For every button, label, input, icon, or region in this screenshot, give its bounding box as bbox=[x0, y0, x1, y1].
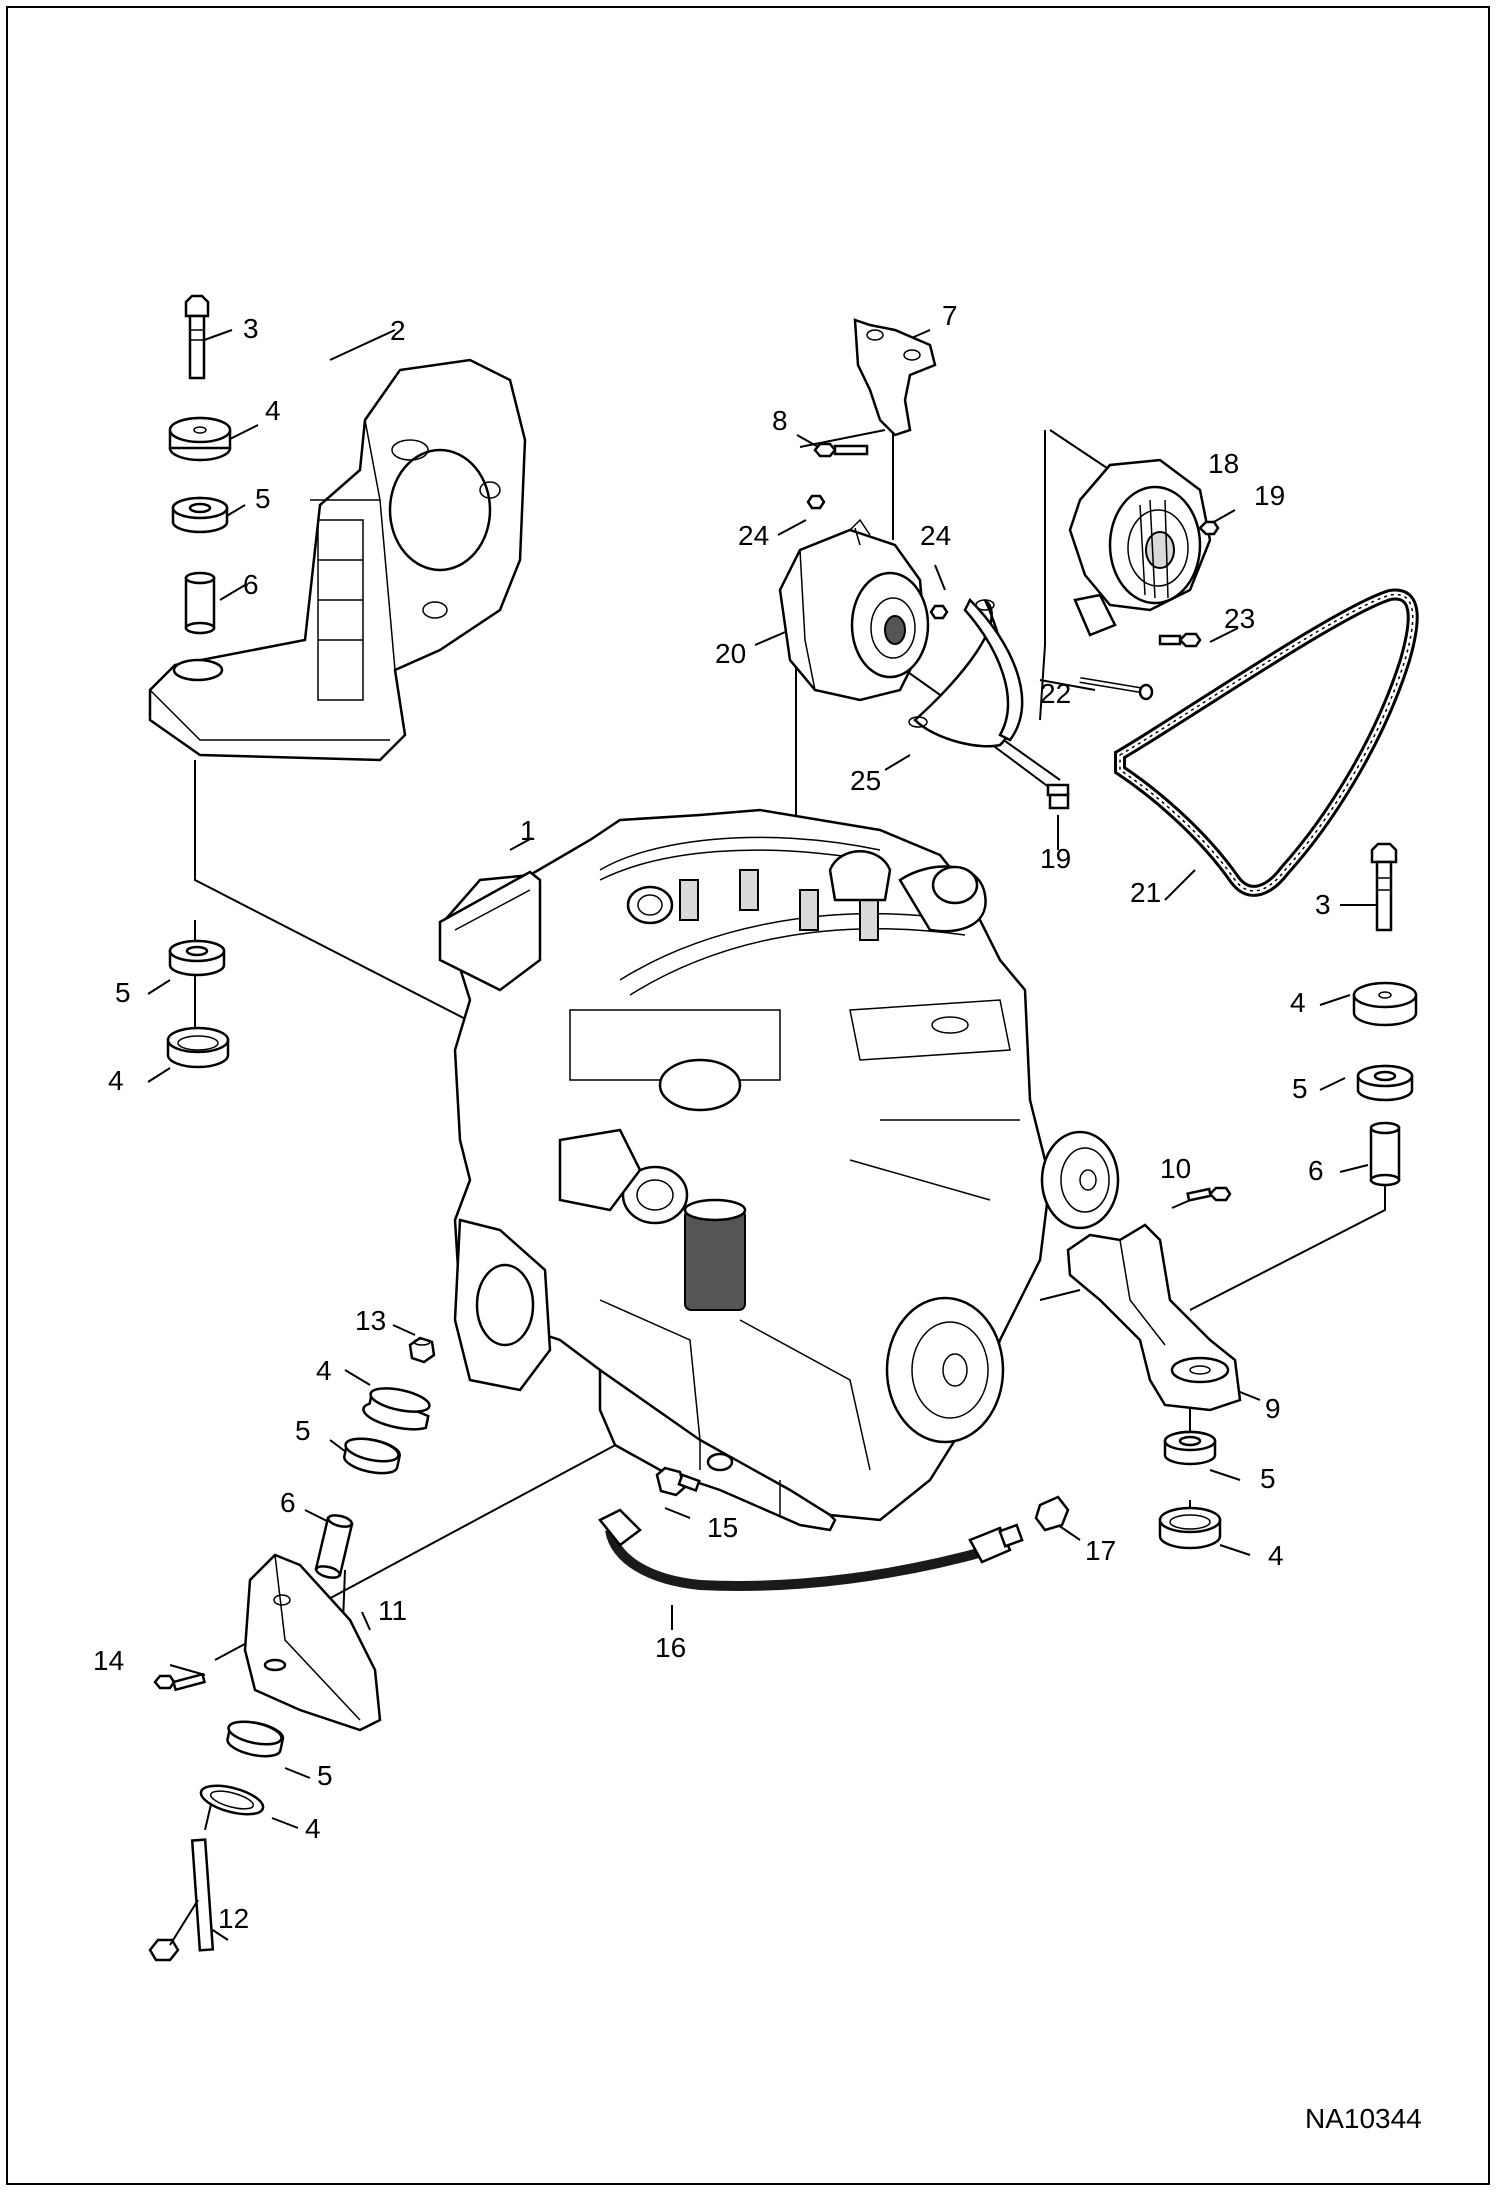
callout-2: 2 bbox=[390, 315, 406, 346]
callout-4-left-mid: 4 bbox=[108, 1065, 124, 1096]
spacer-plate-25 bbox=[908, 597, 1024, 748]
callout-14: 14 bbox=[93, 1645, 124, 1676]
mount-bolt-12 bbox=[148, 1838, 215, 1962]
callout-4-right-top: 4 bbox=[1290, 987, 1306, 1018]
callout-7: 7 bbox=[942, 300, 958, 331]
engine-bracket-2 bbox=[148, 358, 527, 762]
bolt-14 bbox=[153, 1672, 207, 1692]
callout-10: 10 bbox=[1160, 1153, 1191, 1184]
callout-21: 21 bbox=[1130, 877, 1161, 908]
callout-5-left-mid: 5 bbox=[115, 977, 131, 1008]
callout-4-left-top: 4 bbox=[265, 395, 281, 426]
callout-19-upper: 19 bbox=[1254, 480, 1285, 511]
engine-assembly-1 bbox=[438, 808, 1120, 1532]
mount-bracket-9 bbox=[1066, 1223, 1242, 1412]
mount-bolt-3-right bbox=[1370, 842, 1398, 932]
callout-25: 25 bbox=[850, 765, 881, 796]
callout-20: 20 bbox=[715, 638, 746, 669]
mount-cushion-5-right-low bbox=[1163, 1430, 1217, 1466]
mount-cushion-4-right-low bbox=[1158, 1506, 1222, 1550]
figure-id: NA10344 bbox=[1305, 2103, 1422, 2134]
mount-cushion-4-left-low-top bbox=[362, 1387, 431, 1431]
callout-24-left: 24 bbox=[738, 520, 769, 551]
mount-cushion-5-left-mid bbox=[168, 939, 226, 977]
mount-bolt-3-left bbox=[184, 294, 210, 380]
mount-cushion-5-right-top bbox=[1356, 1064, 1414, 1102]
nut-24-left bbox=[806, 494, 826, 510]
bolt-23 bbox=[1158, 632, 1202, 648]
callout-4-left-bottom: 4 bbox=[305, 1813, 321, 1844]
mount-cushion-4-left-top bbox=[168, 416, 232, 462]
mount-cushion-4-left-bottom bbox=[199, 1784, 265, 1816]
callout-22: 22 bbox=[1040, 678, 1071, 709]
callout-12: 12 bbox=[218, 1903, 249, 1934]
callout-1: 1 bbox=[520, 815, 536, 846]
callout-19-lower: 19 bbox=[1040, 843, 1071, 874]
bolt-10 bbox=[1186, 1186, 1232, 1202]
mount-sleeve-6-left-low bbox=[314, 1514, 354, 1579]
callout-3-left: 3 bbox=[243, 313, 259, 344]
callout-4-right-low: 4 bbox=[1268, 1540, 1284, 1571]
callout-5-left-low-top: 5 bbox=[295, 1415, 311, 1446]
bolt-19-upper bbox=[1198, 520, 1220, 536]
callout-5-right-top: 5 bbox=[1292, 1073, 1308, 1104]
callout-11: 11 bbox=[378, 1595, 407, 1626]
callout-6-left-low: 6 bbox=[280, 1487, 296, 1518]
mount-bracket-11 bbox=[243, 1553, 382, 1732]
bolt-8 bbox=[813, 442, 869, 458]
cap-17 bbox=[1034, 1495, 1070, 1532]
tensioner-assembly-18 bbox=[1068, 458, 1212, 637]
mount-cushion-5-left-top bbox=[171, 496, 229, 534]
callout-17: 17 bbox=[1085, 1535, 1116, 1566]
callout-3-right: 3 bbox=[1315, 889, 1331, 920]
mount-cushion-5-left-bottom bbox=[226, 1720, 285, 1758]
drain-fitting-15 bbox=[655, 1466, 701, 1497]
nut-24-right bbox=[929, 604, 949, 620]
mount-cushion-4-right-top bbox=[1352, 981, 1418, 1027]
mount-sleeve-6-left-top bbox=[184, 571, 216, 635]
callout-18: 18 bbox=[1208, 448, 1239, 479]
callout-5-right-low: 5 bbox=[1260, 1463, 1276, 1494]
mount-cushion-5-left-low-top bbox=[343, 1437, 401, 1475]
bolt-19-lower bbox=[1046, 783, 1070, 810]
alternator-bracket-7 bbox=[853, 318, 937, 437]
mount-sleeve-6-right bbox=[1369, 1121, 1401, 1187]
callout-15: 15 bbox=[707, 1512, 738, 1543]
callout-6-left-top: 6 bbox=[243, 569, 259, 600]
callout-13: 13 bbox=[355, 1305, 386, 1336]
bolt-22 bbox=[1079, 677, 1154, 701]
mount-cushion-4-left-mid bbox=[166, 1026, 230, 1069]
callout-6-right: 6 bbox=[1308, 1155, 1324, 1186]
callout-5-left-top: 5 bbox=[255, 483, 271, 514]
callout-labels: 1 2 3 3 4 4 4 4 4 4 5 5 5 5 5 5 6 6 6 7 … bbox=[93, 300, 1331, 1934]
drive-belt-21 bbox=[1114, 588, 1419, 897]
alternator-20 bbox=[778, 518, 930, 702]
callout-5-left-bottom: 5 bbox=[317, 1760, 333, 1791]
callout-8: 8 bbox=[772, 405, 788, 436]
nut-13 bbox=[408, 1336, 436, 1364]
callout-9: 9 bbox=[1265, 1393, 1281, 1424]
oil-drain-hose-16 bbox=[598, 1508, 1024, 1591]
callout-23: 23 bbox=[1224, 603, 1255, 634]
callout-24-right: 24 bbox=[920, 520, 951, 551]
callout-4-left-low-top: 4 bbox=[316, 1355, 332, 1386]
callout-16: 16 bbox=[655, 1632, 686, 1663]
